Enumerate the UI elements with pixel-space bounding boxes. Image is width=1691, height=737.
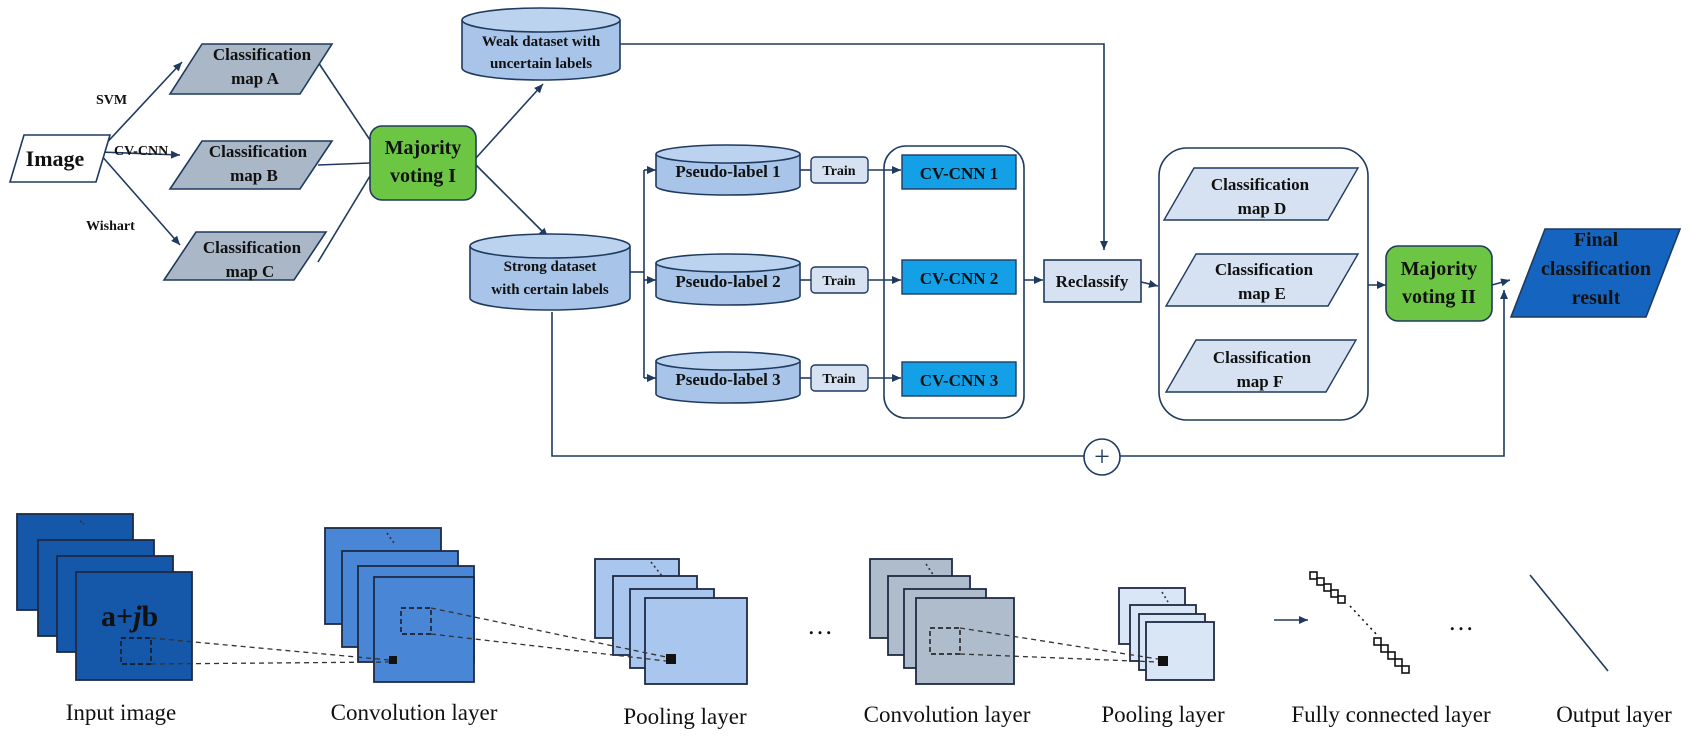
svg-text:map C: map C: [226, 262, 275, 281]
svg-text:Pseudo-label 2: Pseudo-label 2: [675, 272, 780, 291]
svg-text:Classification: Classification: [203, 238, 302, 257]
edge-label-wishart: Wishart: [86, 219, 135, 234]
cvcnn-1-label: CV-CNN 1: [920, 164, 999, 183]
fully-connected-units: [1309, 571, 1410, 674]
label-pool-1: Pooling layer: [623, 704, 747, 729]
input-receptive-field: [120, 637, 152, 665]
input-image-stack: [16, 513, 193, 681]
svg-text:Train: Train: [822, 164, 855, 179]
svg-text:Classification: Classification: [209, 142, 308, 161]
svg-text:with certain labels: with certain labels: [491, 282, 609, 298]
svg-text:Train: Train: [822, 274, 855, 289]
classification-map-e: Classification map E: [1164, 253, 1360, 307]
label-conv-1: Convolution layer: [331, 700, 498, 725]
svg-text:Pseudo-label 3: Pseudo-label 3: [675, 370, 780, 389]
cvcnn-1-box: [901, 154, 1017, 190]
maps-def-group: Classification map D Classification map …: [1158, 147, 1369, 421]
svg-text:Classification: Classification: [1215, 260, 1314, 279]
majority-voting-2: Majority voting II: [1385, 245, 1493, 322]
pseudo-label-3: Pseudo-label 3: [655, 351, 801, 404]
image-label: Image: [26, 146, 85, 171]
ellipsis-2: …: [1448, 607, 1474, 636]
plus-circle: +: [1083, 438, 1121, 476]
svg-text:map A: map A: [231, 69, 279, 88]
image-node: Image: [8, 134, 112, 183]
cvcnn-group: CV-CNN 1 CV-CNN 2 CV-CNN 3: [883, 145, 1025, 419]
svg-text:classification: classification: [1541, 258, 1651, 280]
svg-text:uncertain labels: uncertain labels: [490, 56, 592, 72]
weak-dataset-cylinder: Weak dataset with uncertain labels: [461, 7, 621, 81]
train-box-1: Train: [810, 156, 869, 184]
final-result: Final classification result: [1509, 228, 1682, 318]
layer-labels: Input image Convolution layer Pooling la…: [66, 700, 1672, 729]
pool2-unit: [1158, 656, 1168, 666]
svg-text:Classification: Classification: [1213, 348, 1312, 367]
classification-map-b: Classification map B: [168, 140, 334, 190]
ellipsis-1: …: [807, 611, 833, 640]
label-conv-2: Convolution layer: [864, 702, 1031, 727]
conv-layer-2-stack: [869, 558, 1015, 685]
svg-text:Final: Final: [1574, 229, 1619, 251]
pool-layer-1-stack: [594, 558, 748, 685]
pseudo-label-2: Pseudo-label 2: [655, 253, 801, 306]
svg-text:voting II: voting II: [1402, 286, 1476, 308]
svg-text:Weak dataset with: Weak dataset with: [482, 34, 601, 50]
svg-text:+: +: [1094, 442, 1110, 473]
svg-text:Pseudo-label 1: Pseudo-label 1: [675, 162, 780, 181]
svg-text:Reclassify: Reclassify: [1056, 272, 1129, 291]
label-input-image: Input image: [66, 700, 177, 725]
svg-text:map D: map D: [1238, 199, 1287, 218]
svg-text:map B: map B: [230, 166, 278, 185]
connectors: [99, 43, 1511, 457]
svg-text:Majority: Majority: [1401, 258, 1478, 280]
train-box-2: Train: [810, 266, 869, 294]
classification-map-d: Classification map D: [1162, 167, 1360, 221]
svg-text:map E: map E: [1238, 284, 1286, 303]
svg-text:Majority: Majority: [385, 137, 462, 159]
conv1-unit: [389, 656, 397, 664]
label-fully-connected: Fully connected layer: [1291, 702, 1491, 727]
reclassify-box: Reclassify: [1043, 259, 1142, 303]
classification-map-a: Classification map A: [168, 43, 334, 95]
pool-layer-2-stack: [1118, 587, 1215, 681]
svg-text:Train: Train: [822, 372, 855, 387]
conv-layer-1-stack: [324, 527, 475, 683]
pool1-unit: [666, 654, 676, 664]
input-symbol: a+jb: [101, 600, 158, 633]
label-pool-2: Pooling layer: [1101, 702, 1225, 727]
majority-voting-1: Majority voting I: [369, 125, 477, 201]
svg-text:result: result: [1572, 287, 1621, 309]
output-layer-line: [1529, 574, 1609, 672]
conv2-receptive-field: [929, 627, 961, 655]
train-box-3: Train: [810, 364, 869, 392]
cvcnn-2-label: CV-CNN 2: [920, 269, 999, 288]
svg-text:map F: map F: [1237, 372, 1284, 391]
svg-text:Strong dataset: Strong dataset: [504, 259, 597, 275]
svg-text:voting I: voting I: [390, 165, 456, 187]
cvcnn-2-box: [901, 259, 1017, 295]
edge-label-cvcnn: CV-CNN: [114, 144, 168, 159]
svg-text:Classification: Classification: [213, 45, 312, 64]
cvcnn-3-box: [901, 361, 1017, 397]
cvcnn-3-label: CV-CNN 3: [920, 371, 999, 390]
classification-map-c: Classification map C: [162, 231, 328, 281]
classification-map-f: Classification map F: [1164, 339, 1358, 393]
pseudo-label-1: Pseudo-label 1: [655, 144, 801, 196]
label-output-layer: Output layer: [1556, 702, 1672, 727]
edge-label-svm: SVM: [96, 93, 127, 108]
strong-dataset-cylinder: Strong dataset with certain labels: [469, 233, 631, 311]
svg-text:Classification: Classification: [1211, 175, 1310, 194]
conv1-receptive-field: [400, 607, 432, 635]
projection-lines: [150, 607, 1159, 665]
